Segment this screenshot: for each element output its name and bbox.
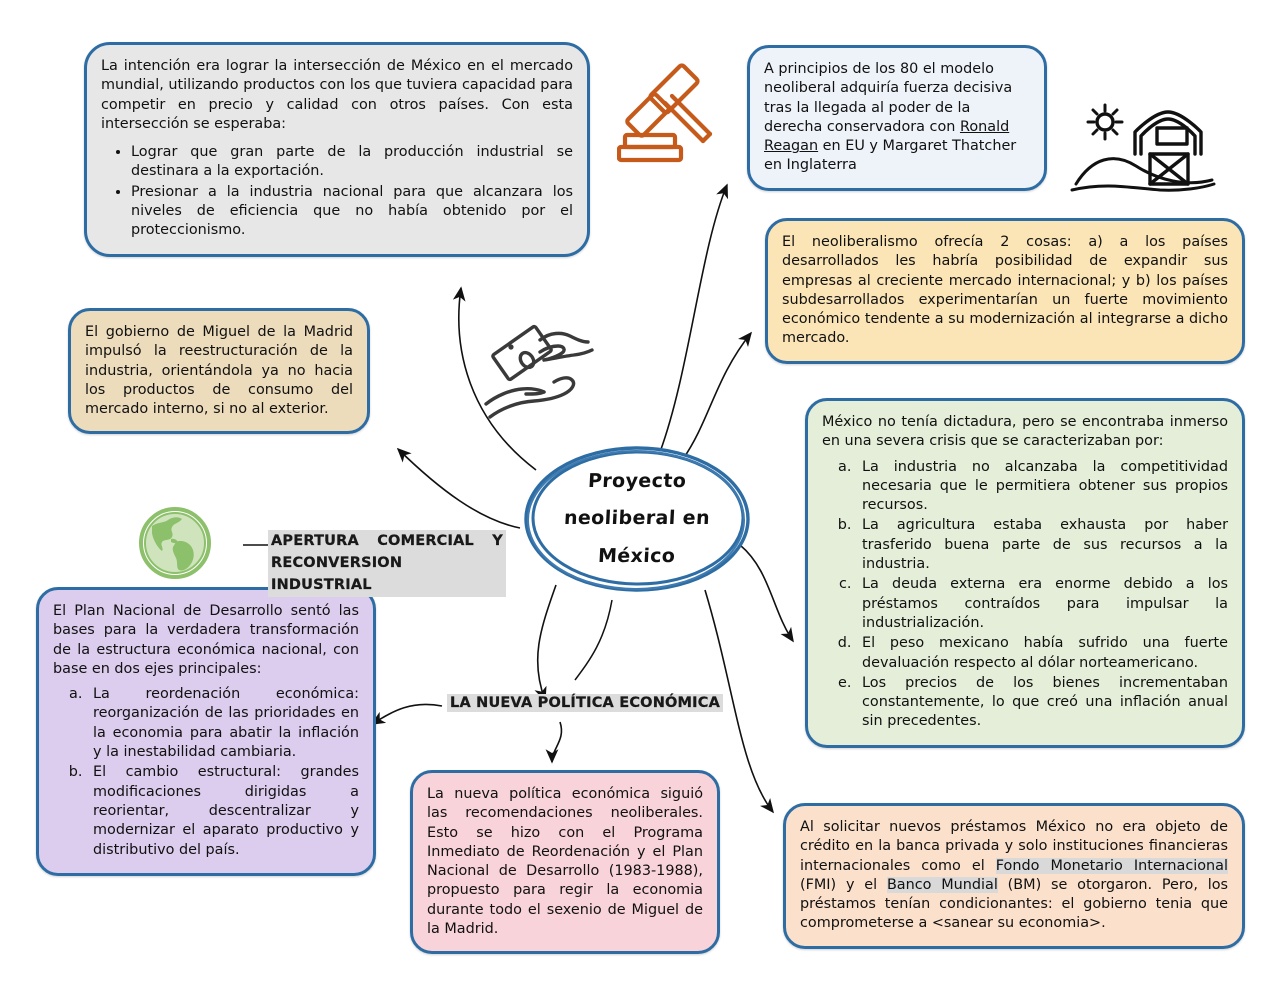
text-after: en EU y Margaret Thatcher en Inglaterra <box>764 138 1017 174</box>
gavel-icon <box>616 52 723 168</box>
node-principios-80[interactable]: A principios de los 80 el modelo neolibe… <box>747 45 1047 191</box>
node-gobierno-paragraph: El gobierno de Miguel de la Madrid impul… <box>85 324 353 418</box>
central-ellipse-rings <box>524 446 750 592</box>
text-before: A principios de los 80 el modelo neolibe… <box>764 61 1013 135</box>
central-line-3: México <box>597 544 677 567</box>
text-part1: Al solicitar nuevos préstamos México no … <box>800 819 1228 874</box>
node-neoliberalismo-ofrecia[interactable]: El neoliberalismo ofrecía 2 cosas: a) a … <box>765 218 1245 364</box>
node-nueva-politica[interactable]: La nueva política económica siguió las r… <box>410 770 720 955</box>
word-comercial: COMERCIAL <box>377 533 474 549</box>
node-solicitar-paragraph: Al solicitar nuevos préstamos México no … <box>800 818 1228 934</box>
node-ofrecia-paragraph: El neoliberalismo ofrecía 2 cosas: a) a … <box>782 234 1228 347</box>
central-line-2: neoliberal en <box>563 507 711 530</box>
list-item: La industria no alcanzaba la competitivi… <box>856 458 1228 516</box>
branch-label-nueva-politica[interactable]: LA NUEVA POLÍTICA ECONÓMICA <box>447 694 724 712</box>
globe-americas-icon <box>138 506 212 580</box>
list-item: Lograr que gran parte de la producción i… <box>131 143 573 182</box>
word-y: Y <box>492 533 503 549</box>
node-principios-paragraph: A principios de los 80 el modelo neolibe… <box>764 60 1030 176</box>
money-in-hands-icon <box>478 322 602 426</box>
node-intencion[interactable]: La intención era lograr la intersección … <box>84 42 590 257</box>
highlight-banco-mundial: Banco Mundial <box>886 876 998 893</box>
branch-label-line1: APERTURA COMERCIAL Y <box>271 531 503 553</box>
text-part2: (FMI) y el <box>800 876 887 893</box>
node-nueva-paragraph: La nueva política económica siguió las r… <box>427 786 703 938</box>
barn-with-sun-icon <box>1062 92 1218 198</box>
central-node[interactable]: Proyecto neoliberal en México <box>521 443 753 595</box>
underlined-name: Ronald Reagan <box>764 118 1010 155</box>
node-intencion-bullets: Lograr que gran parte de la producción i… <box>101 143 573 240</box>
branch-label-line2: RECONVERSION INDUSTRIAL <box>271 554 403 593</box>
node-gobierno-madrid[interactable]: El gobierno de Miguel de la Madrid impul… <box>68 308 370 435</box>
node-mexico-crisis[interactable]: México no tenía dictadura, pero se encon… <box>805 398 1245 748</box>
node-plan-paragraph: El Plan Nacional de Desarrollo sentó las… <box>53 603 359 677</box>
list-item: El peso mexicano había sufrido una fuert… <box>856 634 1228 673</box>
word-apertura: APERTURA <box>271 533 359 549</box>
list-item: Presionar a la industria nacional para q… <box>131 183 573 241</box>
node-mexico-list: La industria no alcanzaba la competitivi… <box>822 458 1228 732</box>
list-item: El cambio estructural: grandes modificac… <box>87 763 359 859</box>
list-item: La agricultura estaba exhausta por haber… <box>856 516 1228 574</box>
node-mexico-paragraph: México no tenía dictadura, pero se encon… <box>822 414 1228 450</box>
list-item: Los precios de los bienes incrementaban … <box>856 674 1228 732</box>
node-intencion-paragraph: La intención era lograr la intersección … <box>101 58 573 132</box>
list-item: La deuda externa era enorme debido a los… <box>856 575 1228 633</box>
list-item: La reordenación económica: reorganizació… <box>87 685 359 762</box>
text-part3: (BM) se otorgaron. Pero, los préstamos t… <box>800 876 1228 932</box>
node-plan-list: La reordenación económica: reorganizació… <box>53 685 359 860</box>
node-plan-nacional[interactable]: El Plan Nacional de Desarrollo sentó las… <box>36 587 376 876</box>
highlight-fmi: Fondo Monetario Internacional <box>995 857 1228 874</box>
central-line-1: Proyecto <box>587 470 687 493</box>
node-prestamos-fmi[interactable]: Al solicitar nuevos préstamos México no … <box>783 803 1245 949</box>
branch-label-apertura-comercial[interactable]: APERTURA COMERCIAL Y RECONVERSION INDUST… <box>268 530 506 598</box>
central-node-text: Proyecto neoliberal en México <box>521 443 753 595</box>
